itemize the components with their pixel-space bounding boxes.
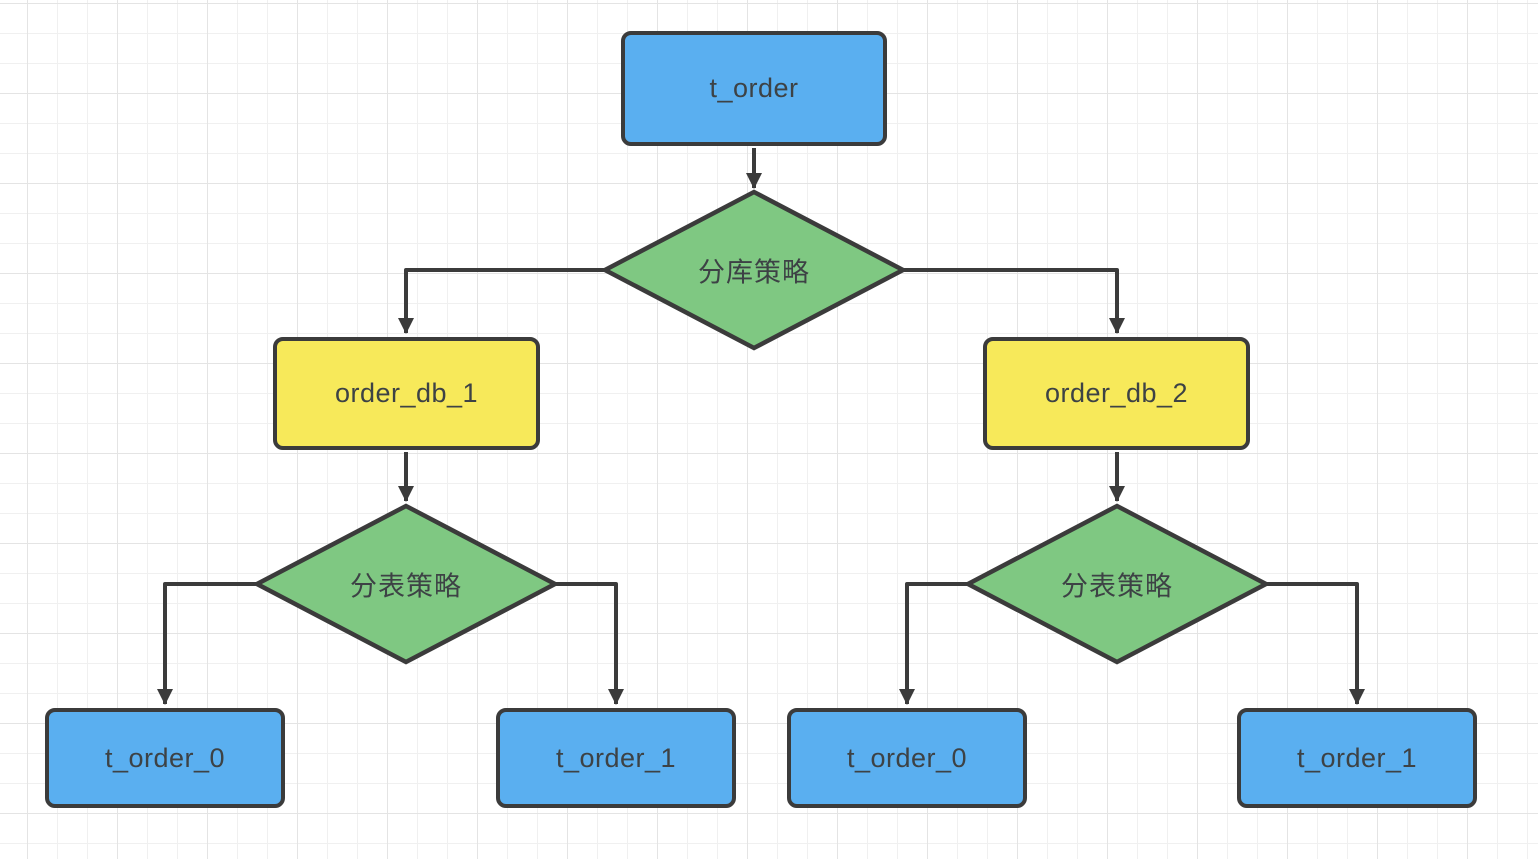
edge-db-strategy-to-order-db-2 — [903, 268, 1125, 334]
edge-table-strategy-1-to-t-order-0-a — [157, 582, 257, 705]
node-t-order-0-b-label: t_order_0 — [846, 742, 968, 773]
node-t-order-0-b[interactable]: t_order_0 — [787, 708, 1027, 808]
edge-table-strategy-2-to-t-order-1-b — [1266, 582, 1365, 705]
node-t-order-1-b-label: t_order_1 — [1296, 742, 1418, 773]
node-t-order-0-a[interactable]: t_order_0 — [45, 708, 285, 808]
node-order-db-2-label: order_db_2 — [1044, 378, 1189, 408]
node-db-strategy-diamond[interactable] — [600, 189, 908, 351]
node-t-order-0-a-label: t_order_0 — [104, 742, 226, 773]
node-table-strategy-2-label: 分表策略 — [1061, 571, 1173, 602]
node-order-db-2[interactable]: order_db_2 — [983, 337, 1250, 450]
node-t-order-label: t_order — [709, 73, 799, 103]
node-table-strategy-1-label: 分表策略 — [350, 571, 462, 602]
node-t-order-1-b[interactable]: t_order_1 — [1237, 708, 1477, 808]
edge-table-strategy-2-to-t-order-0-b — [899, 582, 968, 705]
node-t-order-1-a[interactable]: t_order_1 — [496, 708, 736, 808]
node-table-strategy-2-diamond[interactable] — [963, 503, 1271, 665]
edge-db-strategy-to-order-db-1 — [398, 268, 605, 334]
edge-table-strategy-1-to-t-order-1-a — [555, 582, 624, 705]
node-db-strategy-label: 分库策略 — [698, 257, 810, 288]
node-t-order-1-a-label: t_order_1 — [555, 742, 677, 773]
node-order-db-1[interactable]: order_db_1 — [273, 337, 540, 450]
node-t-order[interactable]: t_order — [621, 31, 887, 146]
node-table-strategy-1-diamond[interactable] — [252, 503, 560, 665]
node-order-db-1-label: order_db_1 — [334, 378, 479, 408]
